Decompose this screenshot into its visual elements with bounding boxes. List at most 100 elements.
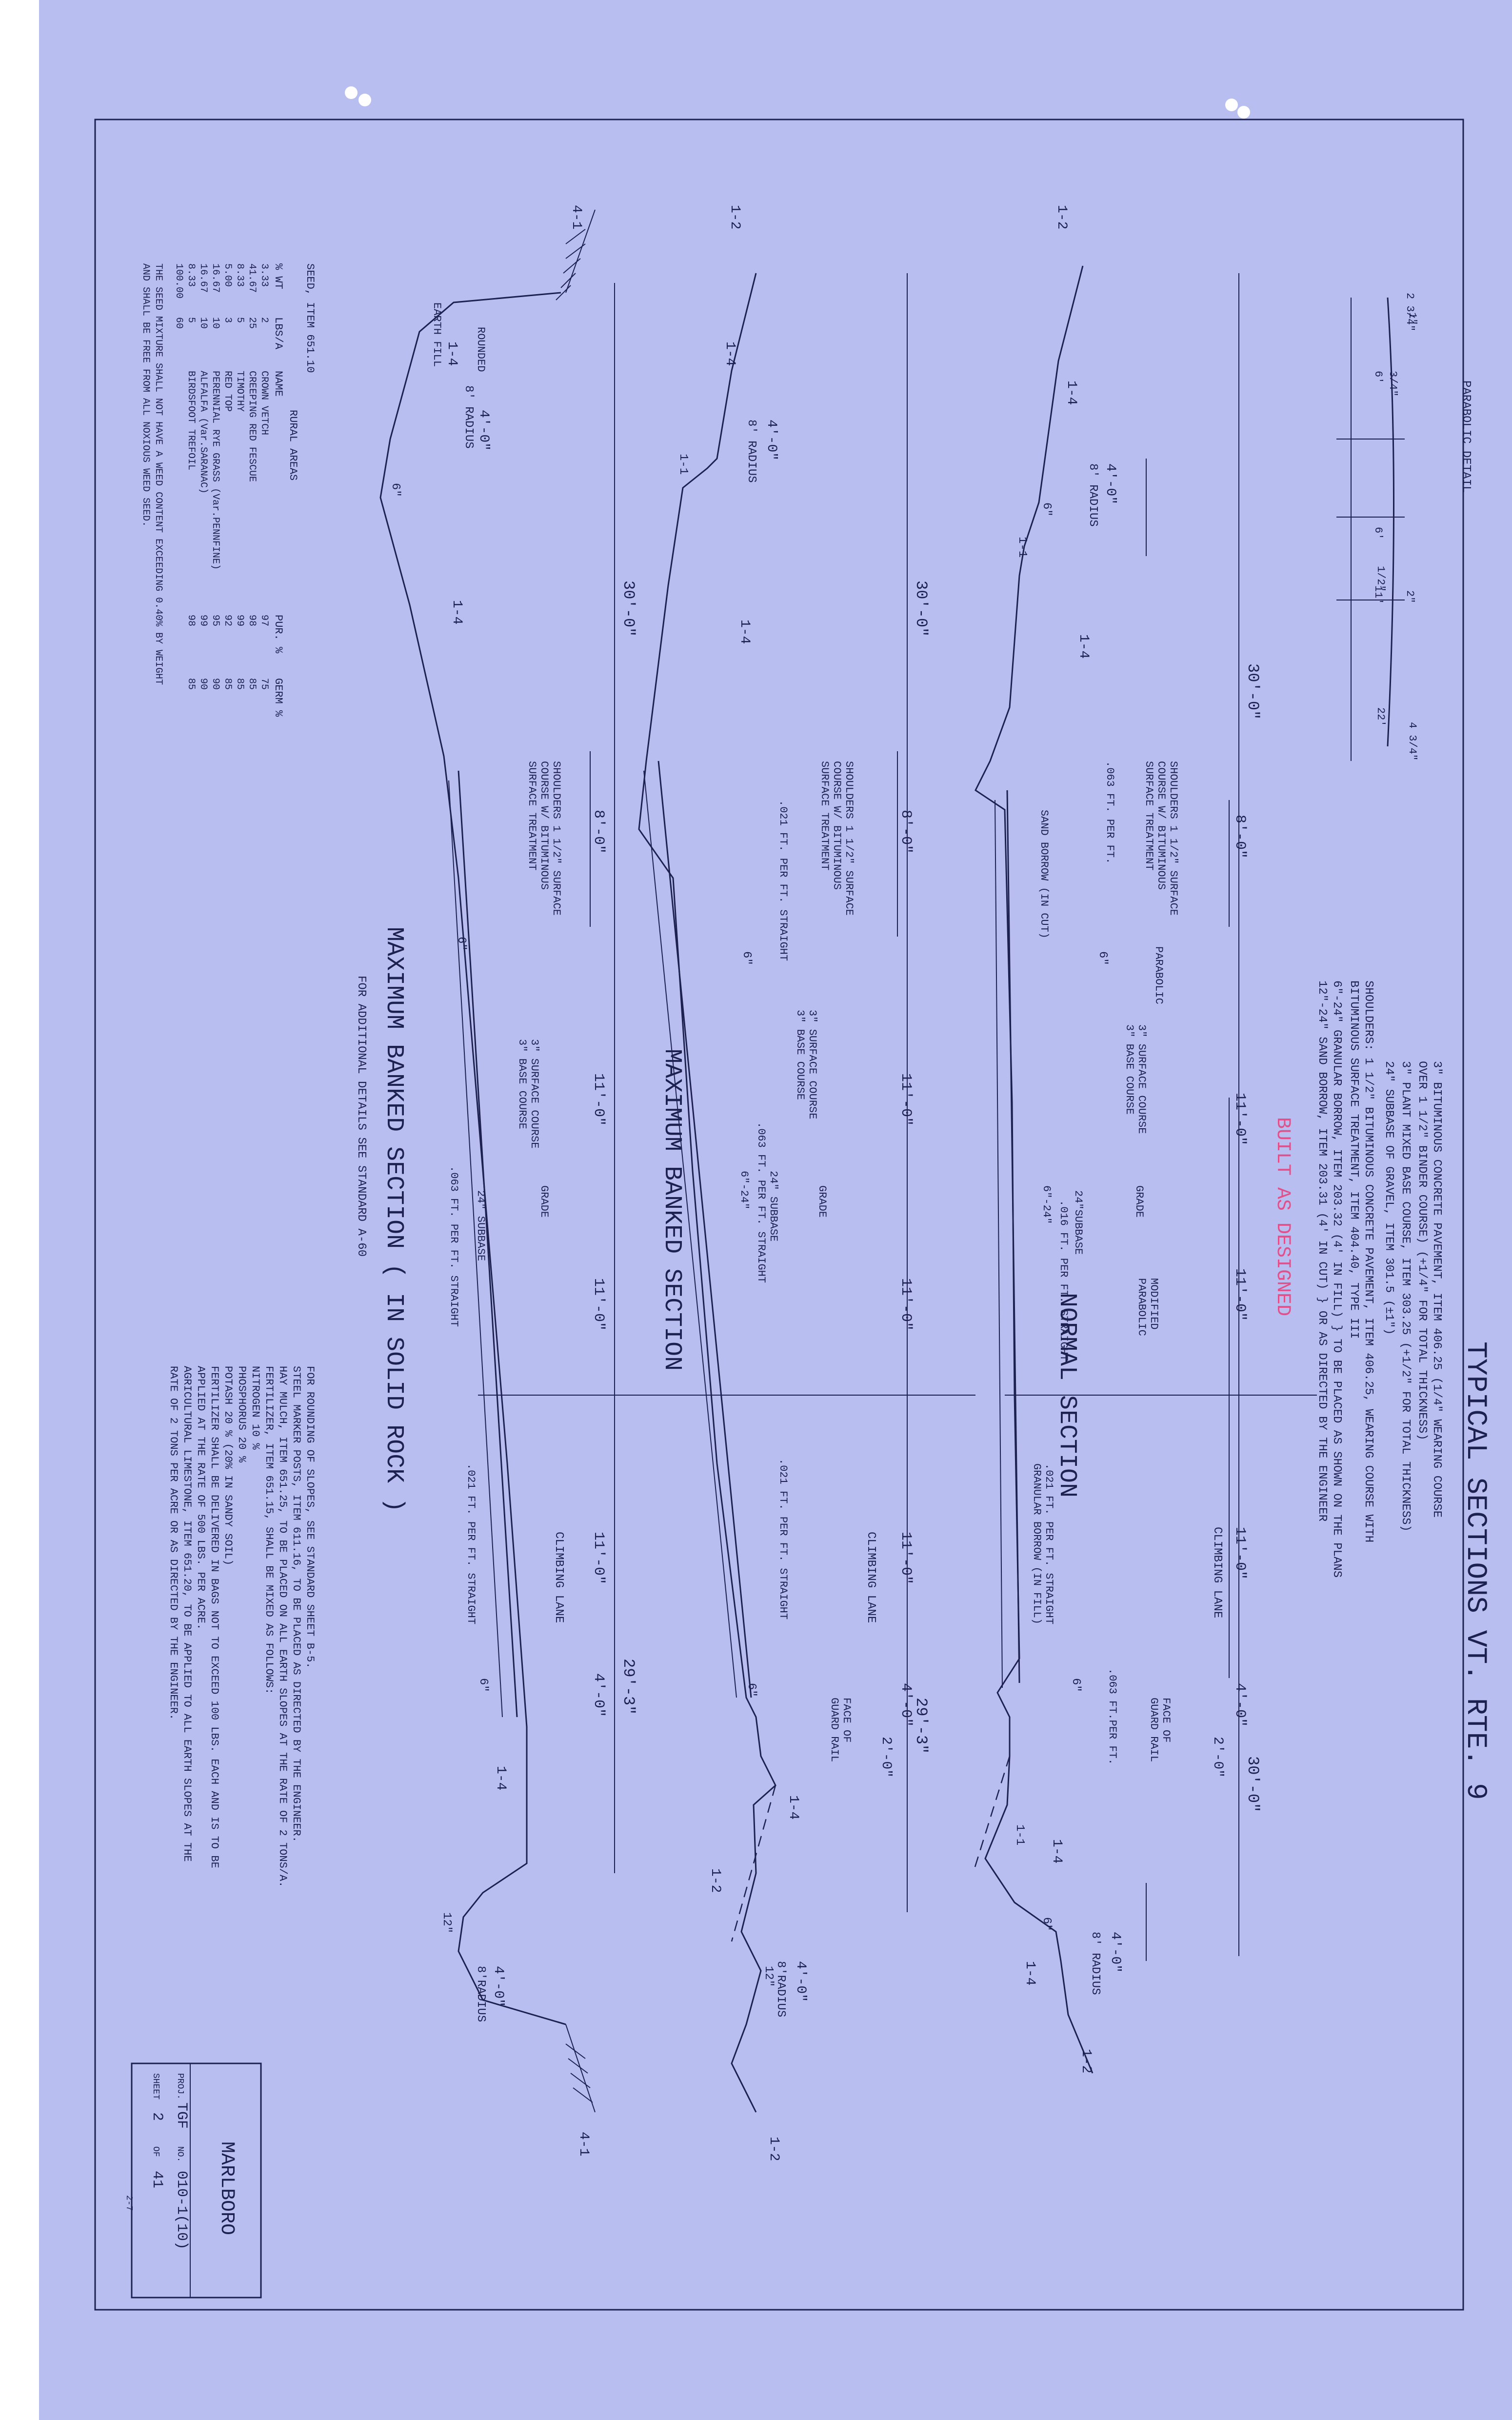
banked-label: 1-1 <box>676 454 690 475</box>
normal-label: 30'-0" <box>1244 1756 1262 1812</box>
banked-label: 1-4 <box>722 341 737 366</box>
normal-label: 6"-24" <box>1040 1185 1053 1224</box>
seed-cell: 98 <box>246 615 258 626</box>
normal-label: .021 FT. PER FT. STRAIGHT <box>1043 1463 1055 1624</box>
seed-cell: 85 <box>234 678 245 690</box>
parabolic-label: 6' <box>1372 527 1384 540</box>
banked-label: FACE OF <box>840 1698 853 1742</box>
rock-label: 4'-0" <box>491 1966 506 2007</box>
normal-label: PARABOLIC <box>1135 1278 1148 1336</box>
seed-cell: 2 <box>259 317 270 323</box>
normal-label: 1-1 <box>1015 537 1029 558</box>
banked-label: CLIMBING LANE <box>864 1532 877 1623</box>
general-notes: FOR ROUNDING OF SLOPES, SEE STANDARD SHE… <box>167 1366 316 1887</box>
seed-cell: 8.33 <box>234 263 245 287</box>
rock-label: 8'-0" <box>590 810 607 854</box>
seed-col-header: % WT <box>272 263 284 289</box>
banked-label: 8' RADIUS <box>745 420 758 483</box>
normal-label: 3" SURFACE COURSE <box>1135 1024 1148 1134</box>
parabolic-label: 2" <box>1404 590 1416 603</box>
normal-subbase-line <box>995 800 1003 1688</box>
seed-cell: 97 <box>259 615 270 626</box>
normal-label: 4'-0" <box>1232 1683 1248 1727</box>
seed-col-header: GERM % <box>272 678 284 717</box>
banked-label: 2'-0" <box>878 1737 894 1778</box>
banked-label: 6" <box>740 951 753 965</box>
rock-label: 12" <box>440 1912 453 1933</box>
rock-label: 6" <box>477 1678 490 1692</box>
normal-label: 6" <box>1096 951 1109 965</box>
banked-label: 4'-0" <box>897 1683 914 1727</box>
seed-cell: RED TOP <box>222 371 233 412</box>
normal-label: .063 FT. PER FT. <box>1104 761 1116 864</box>
title-block-frame <box>131 2062 262 2299</box>
banked-label: 1-4 <box>786 1795 801 1820</box>
rock-label: SHOULDERS 1 1/2" SURFACE <box>550 761 562 916</box>
title-block-no-label: NO. <box>175 2146 185 2162</box>
normal-label: .063 FT.PER FT. <box>1106 1668 1118 1765</box>
punch-hole <box>1237 106 1250 119</box>
banked-label: GRADE <box>816 1185 828 1218</box>
rock-label: 6" <box>455 937 468 951</box>
seed-table: SEED, ITEM 651.10 RURAL AREAS % WT LBS/A… <box>140 263 316 717</box>
parabolic-curve <box>1387 297 1394 747</box>
title-block: MARLBORO PROJ. TGF NO. 010-1(10) SHEET 2… <box>124 2062 262 2299</box>
banked-label: 8'RADIUS <box>774 1961 787 2017</box>
general-note-line: FERTILIZER SHALL BE DELIVERED IN BAGS NO… <box>208 1366 220 1868</box>
seed-cell: 16.67 <box>210 263 221 293</box>
seed-cell: 10 <box>210 317 221 329</box>
parabolic-label: 6' <box>1372 371 1384 383</box>
seed-cell: CROWN VETCH <box>259 371 270 435</box>
banked-section-profile <box>638 273 776 2113</box>
normal-label: CLIMBING LANE <box>1211 1527 1224 1618</box>
spec-note-line: 6"-24" GRANULAR BORROW, ITEM 203.32 (4' … <box>1330 980 1343 1578</box>
normal-label: COURSE W/ BITUMINOUS <box>1155 761 1167 890</box>
seed-row: 16.67 10 ALFALFA (Var.SARANAC) 99 90 <box>198 263 209 690</box>
spec-note-line: SHOULDERS: 1 1/2" BITUMINOUS CONCRETE PA… <box>1362 980 1375 1542</box>
seed-cell: CREEPING RED FESCUE <box>246 371 258 482</box>
normal-label: 6" <box>1040 1917 1053 1931</box>
title-block-sheet: 2 <box>149 2112 165 2121</box>
parabolic-label: 1/2" <box>1374 566 1387 592</box>
rock-label: 24" SUBBASE <box>475 1190 487 1261</box>
seed-cell: 3 <box>222 317 233 323</box>
rock-label: .021 FT. PER FT. STRAIGHT <box>465 1463 477 1624</box>
rock-section-subtitle: FOR ADDITIONAL DETAILS SEE STANDARD A-60 <box>355 976 368 1257</box>
general-note-line: PHOSPHORUS 20 % <box>236 1366 248 1463</box>
spec-notes: 3" BITUMINOUS CONCRETE PAVEMENT, ITEM 40… <box>1315 980 1443 1578</box>
rock-label: 29'-3" <box>619 1659 637 1715</box>
rock-label: 4'-0" <box>590 1673 607 1717</box>
seed-cell: BIRDSFOOT TREFOIL <box>185 371 197 470</box>
spec-note-line: 3" BITUMINOUS CONCRETE PAVEMENT, ITEM 40… <box>1430 1061 1443 1518</box>
punch-hole <box>358 94 371 106</box>
seed-cell: 5 <box>234 317 245 323</box>
seed-cell: 95 <box>210 615 221 626</box>
normal-section-profile <box>975 265 1094 2074</box>
rock-subbase-line <box>448 780 503 1718</box>
general-note-line: STEEL MARKER POSTS, ITEM 611.16, TO BE P… <box>290 1366 302 1842</box>
banked-label: .063 FT. PER FT. STRAIGHT <box>755 1122 767 1283</box>
normal-label: 4'-0" <box>1108 1932 1123 1973</box>
seed-col-header: NAME <box>272 371 284 397</box>
normal-label: SURFACE TREATMENT <box>1143 761 1155 870</box>
seed-cell: 99 <box>198 615 209 626</box>
normal-label: 1-4 <box>1022 1961 1037 1985</box>
normal-label: 6" <box>1069 1678 1082 1692</box>
rock-label: 1-4 <box>444 341 459 366</box>
general-note-line: RATE OF 2 TONS PER ACRE OR AS DIRECTED B… <box>167 1366 179 1720</box>
seed-row: 8.33 5 BIRDSFOOT TREFOIL 98 85 <box>185 263 197 690</box>
rock-label: COURSE W/ BITUMINOUS <box>538 761 550 890</box>
rock-label: 4-1 <box>569 205 584 229</box>
normal-section: NORMAL SECTION 1-2 1-4 8' RADIUS 4'-0" 6… <box>972 205 1317 2074</box>
banked-dashed-slope <box>731 1785 776 1942</box>
title-block-of-label: OF <box>151 2146 160 2157</box>
normal-label: 2'-0" <box>1210 1737 1225 1778</box>
seed-row: 5.00 3 RED TOP 92 85 <box>222 263 233 690</box>
normal-label: 1-4 <box>1076 634 1091 659</box>
banked-label: 1-2 <box>708 1868 723 1893</box>
banked-label: 1-4 <box>737 620 752 644</box>
rock-pavement-line <box>458 770 518 1718</box>
rock-label: .063 FT. PER FT. STRAIGHT <box>448 1166 460 1327</box>
seed-table-title: SEED, ITEM 651.10 <box>304 263 316 373</box>
seed-cell: 85 <box>222 678 233 690</box>
